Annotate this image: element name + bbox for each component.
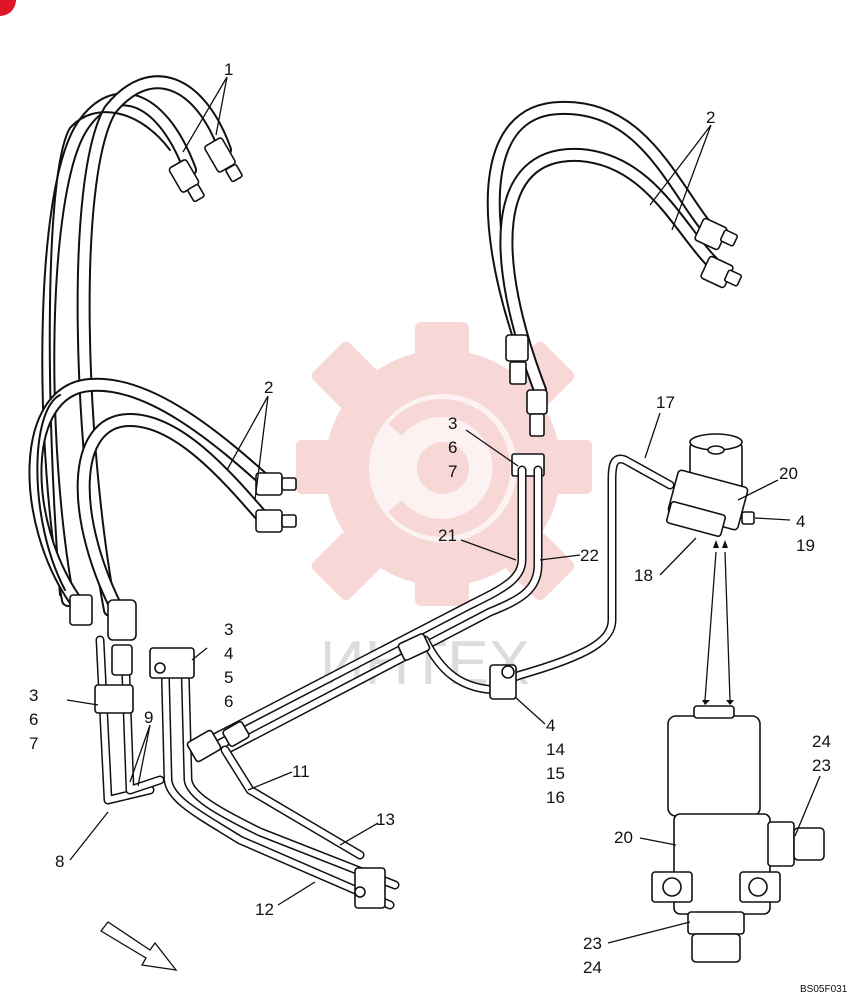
fittings bbox=[69, 594, 517, 909]
watermark-logo bbox=[296, 322, 592, 606]
hose-group-right bbox=[486, 100, 743, 477]
callout-17: 17 bbox=[656, 393, 675, 412]
callout-11: 11 bbox=[292, 762, 310, 781]
solenoid-valve-large bbox=[651, 705, 825, 963]
callout-22: 22 bbox=[580, 546, 599, 565]
callout-12: 12 bbox=[255, 900, 274, 919]
callout-2-left: 2 bbox=[264, 378, 274, 397]
drawing-code: BS05F031 bbox=[800, 984, 848, 995]
callout-8: 8 bbox=[55, 852, 65, 871]
callout-18: 18 bbox=[634, 566, 653, 585]
callout-13: 13 bbox=[376, 810, 395, 829]
corner-marker bbox=[0, 0, 16, 16]
callout-20-bottom: 20 bbox=[614, 828, 633, 847]
callout-21: 21 bbox=[438, 526, 457, 545]
hose-group-left bbox=[28, 75, 297, 622]
direction-arrow bbox=[100, 921, 178, 971]
leader-lines bbox=[66, 76, 821, 944]
solenoid-valve-small bbox=[665, 433, 755, 537]
callout-20-top: 20 bbox=[779, 464, 798, 483]
callout-2-right: 2 bbox=[706, 108, 716, 127]
callout-9: 9 bbox=[144, 708, 154, 727]
callout-1: 1 bbox=[224, 60, 234, 79]
tube-lines bbox=[95, 454, 675, 910]
